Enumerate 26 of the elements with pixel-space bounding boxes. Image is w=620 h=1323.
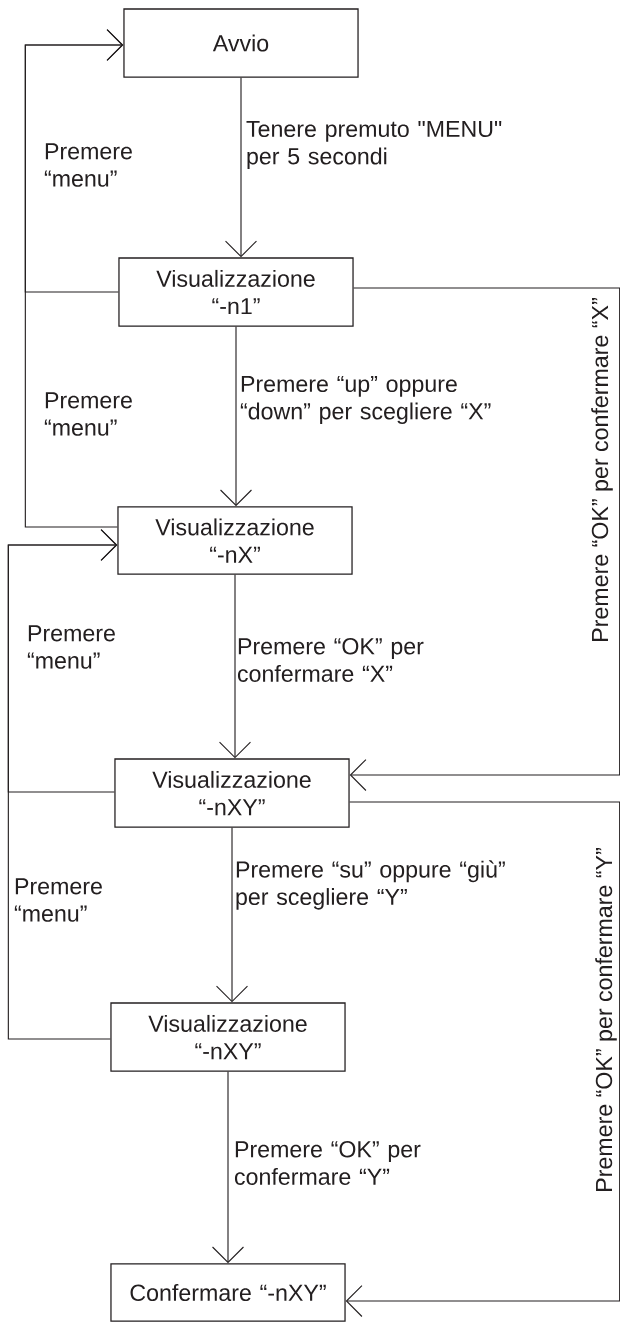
arrow <box>24 29 124 528</box>
process-box: Visualizzazione “-n1” <box>118 257 354 327</box>
edge-label: Premere “menu” <box>27 625 115 669</box>
edge-label: Tenere premuto "MENU" per 5 secondi <box>246 120 502 170</box>
edge-label: Premere “OK” per confermare “Y” <box>234 1141 421 1185</box>
arrow <box>215 827 249 1003</box>
process-box: Visualizzazione “-nXY” <box>114 758 350 828</box>
arrow <box>224 77 258 258</box>
process-box: Confermare “-nXY” <box>110 1263 346 1322</box>
edge-label: Premere “su” oppure “giù” per scegliere “Y” <box>236 860 505 910</box>
arrow <box>212 1071 245 1264</box>
arrow <box>345 801 620 1318</box>
edge-label: Premere “OK” per confermare “Y” <box>595 848 617 1191</box>
edge-label: Premere “menu” <box>14 878 102 922</box>
edge-label: Premere “OK” per confermare “X” <box>591 298 613 641</box>
edge-label: Premere “menu” <box>44 143 132 187</box>
arrow <box>7 529 118 1040</box>
arrow <box>349 287 620 792</box>
arrow <box>218 574 252 759</box>
process-box: Visualizzazione “-nX” <box>117 506 353 575</box>
process-box: Avvio <box>123 8 359 78</box>
edge-label: Premere “up” oppure “down” per scegliere “X” <box>240 375 491 425</box>
arrow <box>220 326 253 507</box>
edge-label: Premere “OK” per confermare “X” <box>237 638 424 682</box>
process-box: Visualizzazione “-nXY” <box>110 1002 346 1072</box>
edge-label: Premere “menu” <box>44 392 132 436</box>
